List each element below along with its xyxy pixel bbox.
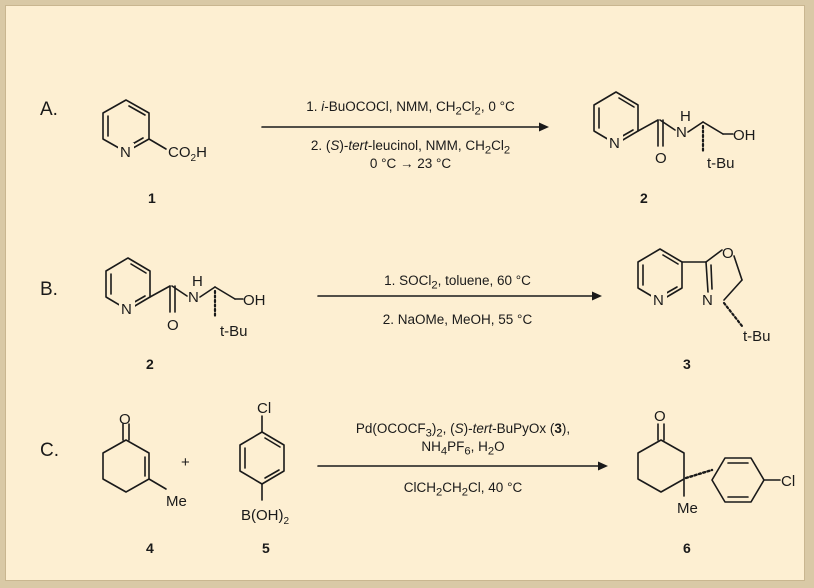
svg-text:Me: Me (677, 500, 698, 517)
conditions-a-step1: 1. i-BuOCOCl, NMM, CH2Cl2, 0 °C (306, 99, 515, 118)
row-label-b: B. (40, 279, 58, 300)
row-label-c: C. (40, 440, 59, 461)
svg-text:O: O (655, 150, 667, 167)
svg-text:O: O (167, 317, 179, 334)
plus-sign: + (181, 454, 190, 471)
svg-text:t-Bu: t-Bu (743, 328, 771, 345)
structure-compound-3: N O N t-Bu (637, 245, 771, 345)
svg-text:N: N (120, 144, 131, 161)
svg-text:OH: OH (243, 292, 266, 309)
svg-text:H: H (192, 273, 203, 290)
compound-number-1: 1 (148, 190, 156, 206)
svg-text:O: O (119, 411, 131, 428)
conditions-c-solvent: ClCH2CH2Cl, 40 °C (403, 480, 523, 499)
structure-compound-6: O Me Cl (637, 408, 795, 517)
svg-text:O: O (722, 245, 734, 262)
conditions-b-step1: 1. SOCl2, toluene, 60 °C (384, 273, 531, 292)
compound-number-6: 6 (683, 540, 691, 556)
conditions-b-step2: 2. NaOMe, MeOH, 55 °C (382, 312, 533, 327)
structure-compound-2-row-b: N O N H OH t-Bu (105, 257, 266, 340)
svg-text:t-Bu: t-Bu (707, 155, 735, 172)
structure-compound-5: Cl B(OH)2 (239, 400, 290, 527)
svg-text:N: N (609, 135, 620, 152)
conditions-c-additives: NH4PF6, H2O (421, 439, 505, 458)
svg-text:N: N (676, 124, 687, 141)
reaction-arrow-b (317, 291, 602, 301)
compound-number-4: 4 (146, 540, 154, 556)
svg-text:OH: OH (733, 127, 756, 144)
svg-text:H: H (680, 108, 691, 125)
svg-text:Cl: Cl (257, 400, 271, 417)
svg-text:N: N (653, 292, 664, 309)
row-label-a: A. (40, 99, 58, 120)
svg-text:Me: Me (166, 493, 187, 510)
conditions-c-catalyst: Pd(OCOCF3)2, (S)-tert-BuPyOx (3), (355, 421, 571, 440)
svg-text:CO2H: CO2H (168, 144, 207, 164)
conditions-a-step2-temp: 0 °C → 23 °C (369, 156, 452, 171)
structure-compound-1: N CO2H (102, 99, 207, 164)
svg-text:t-Bu: t-Bu (220, 323, 248, 340)
svg-text:B(OH)2: B(OH)2 (241, 507, 290, 527)
svg-text:N: N (702, 292, 713, 309)
structure-compound-4: O Me (102, 411, 187, 510)
svg-text:N: N (121, 301, 132, 318)
svg-text:O: O (654, 408, 666, 425)
structure-compound-2-row-a: N O N H OH t-Bu (593, 91, 756, 172)
svg-text:N: N (188, 289, 199, 306)
compound-number-2b: 2 (146, 356, 154, 372)
compound-number-5: 5 (262, 540, 270, 556)
compound-number-2a: 2 (640, 190, 648, 206)
svg-text:Cl: Cl (781, 473, 795, 490)
compound-number-3: 3 (683, 356, 691, 372)
reaction-arrow-c (317, 461, 608, 471)
conditions-a-step2: 2. (S)-tert-leucinol, NMM, CH2Cl2 (310, 138, 511, 157)
reaction-arrow-a (261, 122, 549, 132)
